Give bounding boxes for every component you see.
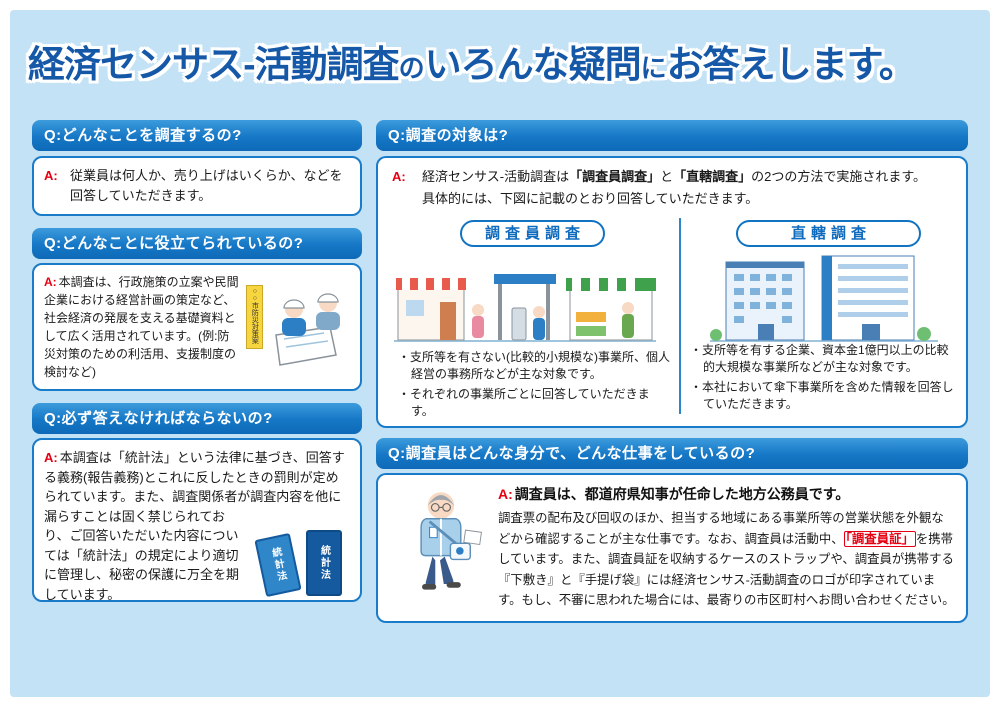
answer-text: 本調査は「統計法」という法律に基づき、回答する義務(報告義務)とこれに反したとき… xyxy=(44,450,345,602)
bullet-item: ・それぞれの事業所ごとに回答していただきます。 xyxy=(398,386,650,419)
book-label: 統計法 xyxy=(268,546,288,584)
question-bar-survey-target: Q:調査の対象は? xyxy=(376,120,968,151)
intro-text: 経済センサス-活動調査は xyxy=(422,169,570,184)
book-label: 統計法 xyxy=(318,545,330,581)
disaster-planning-workers-illustration: ○○市防災対策案 xyxy=(246,275,350,381)
disaster-plan-sign: ○○市防災対策案 xyxy=(246,285,263,349)
statistics-law-book: 統計法 xyxy=(306,530,342,596)
answer-text: 本調査は、行政施策の立案や民間企業における経営計画の策定など、社会経済の発展を支… xyxy=(44,275,239,379)
answer-box-enumerator: A:調査員は、都道府県知事が任命した地方公務員です。 調査票の配布及び回収のほか… xyxy=(376,473,968,623)
enumerator-lead-line: A:調査員は、都道府県知事が任命した地方公務員です。 xyxy=(498,484,956,504)
bullet-item: ・支所等を有する企業、資本金1億円以上の比較的大規模な事業所などが主な対象です。 xyxy=(690,343,949,375)
direct-survey-pill: 直轄調査 xyxy=(736,220,921,247)
answer-box-how-is-it-used: ○○市防災対策案 A:本調査は、行政施策の立案や民間企業における経営計画の策定な… xyxy=(32,263,362,391)
page-title: 経済センサス-活動調査のいろんな疑問にお答えします。 xyxy=(28,34,980,88)
office-buildings-illustration xyxy=(710,252,938,349)
title-segment: いろんな疑問 xyxy=(424,44,642,85)
title-segment: の xyxy=(398,53,425,83)
survey-target-intro: A: 経済センサス-活動調査は「調査員調査」と「直轄調査」の2つの方法で実施されま… xyxy=(378,158,966,209)
intro-text: の2つの方法で実施されます。 xyxy=(751,169,927,184)
answer-label: A: xyxy=(44,450,58,465)
question-bar-must-answer: Q:必ず答えなければならないの? xyxy=(32,403,362,434)
title-segment: に xyxy=(640,53,667,83)
small-businesses-illustration xyxy=(394,252,656,349)
enumerator-survey-term: 「調査員調査」 xyxy=(569,169,661,184)
body-text: を携帯しています。また、調査員証を収納するケースのストラップや、調査員が携帯する… xyxy=(498,531,955,608)
question-bar-what-is-surveyed: Q:どんなことを調査するの? xyxy=(32,120,362,151)
lead-text: 調査員は、都道府県知事が任命した地方公務員です。 xyxy=(514,486,850,502)
answer-label: A: xyxy=(44,168,58,183)
intro-line2: 具体的には、下図に記載のとおり回答していただきます。 xyxy=(422,190,759,206)
direct-survey-term: 「直轄調査」 xyxy=(673,169,752,184)
answer-box-what-is-surveyed: A: 従業員は何人か、売り上げはいくらか、などを回答していただきます。 xyxy=(32,156,362,216)
answer-text-block: ○○市防災対策案 A:本調査は、行政施策の立案や民間企業における経営計画の策定な… xyxy=(34,265,360,389)
title-segment: お答えします。 xyxy=(666,44,916,85)
statistics-law-books-illustration: 統計法 統計法 xyxy=(254,524,350,600)
answer-label: A: xyxy=(498,486,513,502)
answer-text-block: 統計法 統計法 A:本調査は「統計法」という法律に基づき、回答する義務(報告義務… xyxy=(34,440,360,602)
answer-box-must-answer: 統計法 統計法 A:本調査は「統計法」という法律に基づき、回答する義務(報告義務… xyxy=(32,438,362,602)
enumerator-illustration xyxy=(388,481,492,621)
answer-label: A: xyxy=(44,275,57,289)
intro-text: と xyxy=(660,169,674,184)
body-text: 調査票の配布及び回収のほか、担当する地域にある事業所等の営業状態を外観などから確… xyxy=(498,511,944,546)
enumerator-id-highlight: 「調査員証」 xyxy=(843,530,916,547)
bullet-item: ・本社において傘下事業所を含めた情報を回答していただきます。 xyxy=(690,379,954,412)
workers-drawing xyxy=(275,293,340,366)
bullet-item: ・支所等を有さない(比較的小規模な)事業所、個人経営の事務所などが主な対象です。 xyxy=(398,350,670,382)
panel-divider xyxy=(679,218,681,414)
answer-box-survey-target: A: 経済センサス-活動調査は「調査員調査」と「直轄調査」の2つの方法で実施されま… xyxy=(376,156,968,428)
answer-text: 従業員は何人か、売り上げはいくらか、などを回答していただきます。 xyxy=(70,168,343,203)
enumerator-panel-bullets: ・支所等を有さない(比較的小規模な)事業所、個人経営の事務所などが主な対象です。… xyxy=(398,349,670,423)
title-segment: 経済センサス-活動調査 xyxy=(28,44,400,85)
question-bar-how-is-it-used: Q:どんなことに役立てられているの? xyxy=(32,228,362,259)
sign-text: ○○市防災対策案 xyxy=(251,288,259,344)
enumerator-body-text: 調査票の配布及び回収のほか、担当する地域にある事業所等の営業状態を外観などから確… xyxy=(498,508,956,611)
statistics-law-book: 統計法 xyxy=(254,532,302,598)
enumerator-answer-text: A:調査員は、都道府県知事が任命した地方公務員です。 調査票の配布及び回収のほか… xyxy=(498,484,956,611)
answer-label: A: xyxy=(392,169,406,184)
direct-panel-bullets: ・支所等を有する企業、資本金1億円以上の比較的大規模な事業所などが主な対象です。… xyxy=(690,342,954,416)
enumerator-survey-pill: 調査員調査 xyxy=(460,220,605,247)
answer-text-block: A: 従業員は何人か、売り上げはいくらか、などを回答していただきます。 xyxy=(34,158,360,213)
question-bar-enumerator: Q:調査員はどんな身分で、どんな仕事をしているの? xyxy=(376,438,968,469)
